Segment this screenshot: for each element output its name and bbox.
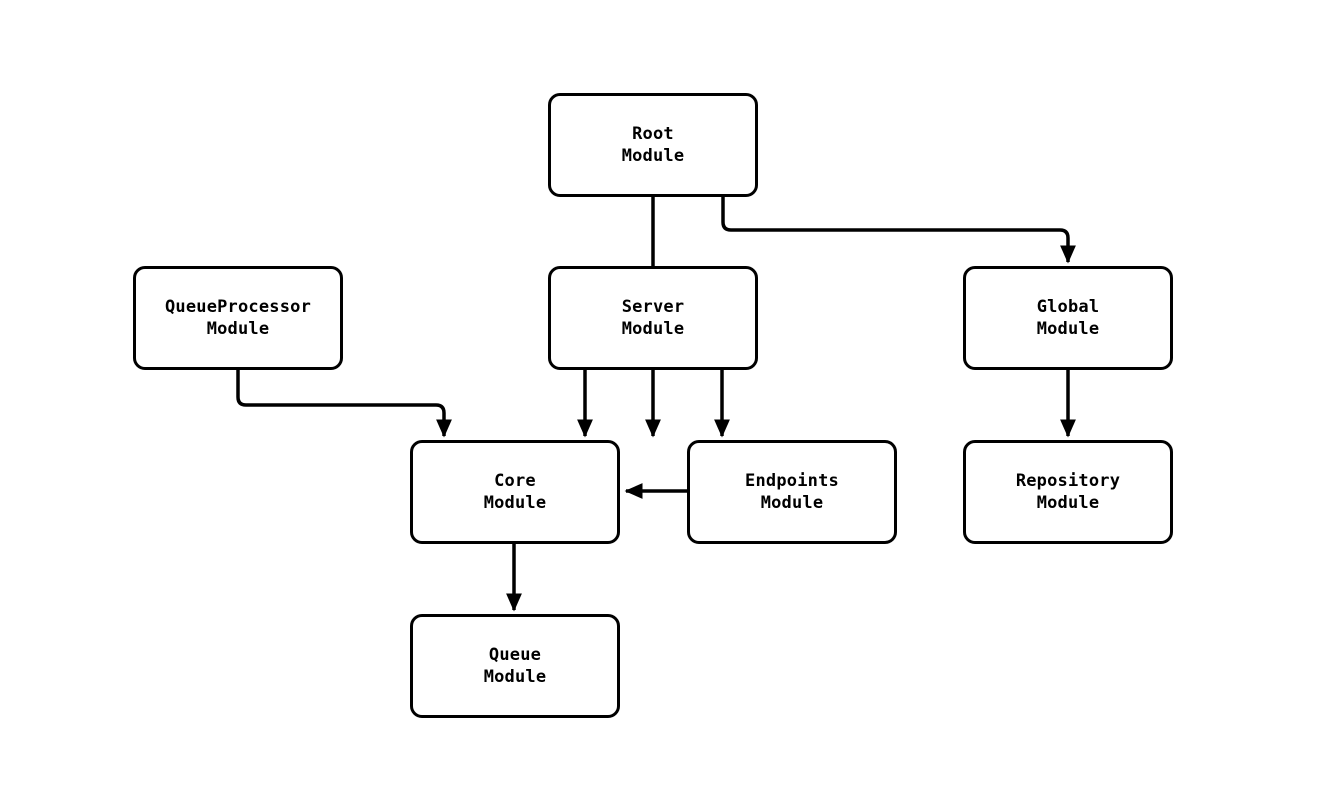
node-root-module-label: Root Module xyxy=(621,124,685,166)
node-global-module[interactable]: Global Module xyxy=(963,266,1173,370)
node-core-module[interactable]: Core Module xyxy=(410,440,620,544)
node-repository-module[interactable]: Repository Module xyxy=(963,440,1173,544)
edge-root-global xyxy=(721,197,1077,264)
node-queue-module[interactable]: Queue Module xyxy=(410,614,620,718)
node-queue-module-label: Queue Module xyxy=(483,645,547,687)
node-repository-module-label: Repository Module xyxy=(1015,471,1121,513)
node-root-module[interactable]: Root Module xyxy=(548,93,758,197)
edge-queueprocessor-core xyxy=(236,370,453,438)
node-endpoints-module-label: Endpoints Module xyxy=(745,471,839,513)
node-global-module-label: Global Module xyxy=(1036,297,1100,339)
node-server-module-label: Server Module xyxy=(621,297,685,339)
node-core-module-label: Core Module xyxy=(483,471,547,513)
node-server-module[interactable]: Server Module xyxy=(548,266,758,370)
node-queueprocessor-module[interactable]: QueueProcessor Module xyxy=(133,266,343,370)
node-queueprocessor-module-label: QueueProcessor Module xyxy=(164,297,312,339)
node-endpoints-module[interactable]: Endpoints Module xyxy=(687,440,897,544)
